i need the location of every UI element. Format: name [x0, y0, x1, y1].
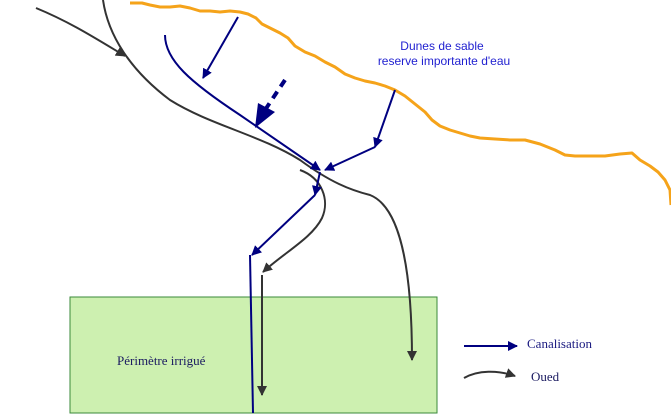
dunes-label-line2: reserve importante d'eau [378, 54, 510, 68]
oued-main-line [102, 0, 417, 361]
canal-feeder-2 [373, 89, 396, 148]
oued-lower-branch [262, 169, 326, 273]
legend-canalisation-label: Canalisation [527, 336, 592, 351]
legend-oued-label: Oued [531, 369, 560, 384]
canal-diagonal [251, 194, 316, 256]
legend-oued-arrow [463, 368, 516, 379]
oued-upper-branch [35, 7, 126, 57]
dune-boundary [130, 1, 671, 206]
legend: Canalisation Oued [463, 336, 592, 384]
seepage-dashed-line [263, 78, 287, 112]
canal-junction-down [312, 171, 322, 196]
perimeter-label: Périmètre irrigué [117, 353, 206, 368]
dunes-label-line1: Dunes de sable [400, 39, 484, 53]
canal-into-perimeter [249, 254, 254, 414]
canal-upper-curve [164, 34, 321, 171]
seepage-arrowhead [255, 103, 275, 128]
canal-feeder-1 [202, 16, 239, 79]
canal-to-junction [324, 146, 376, 171]
